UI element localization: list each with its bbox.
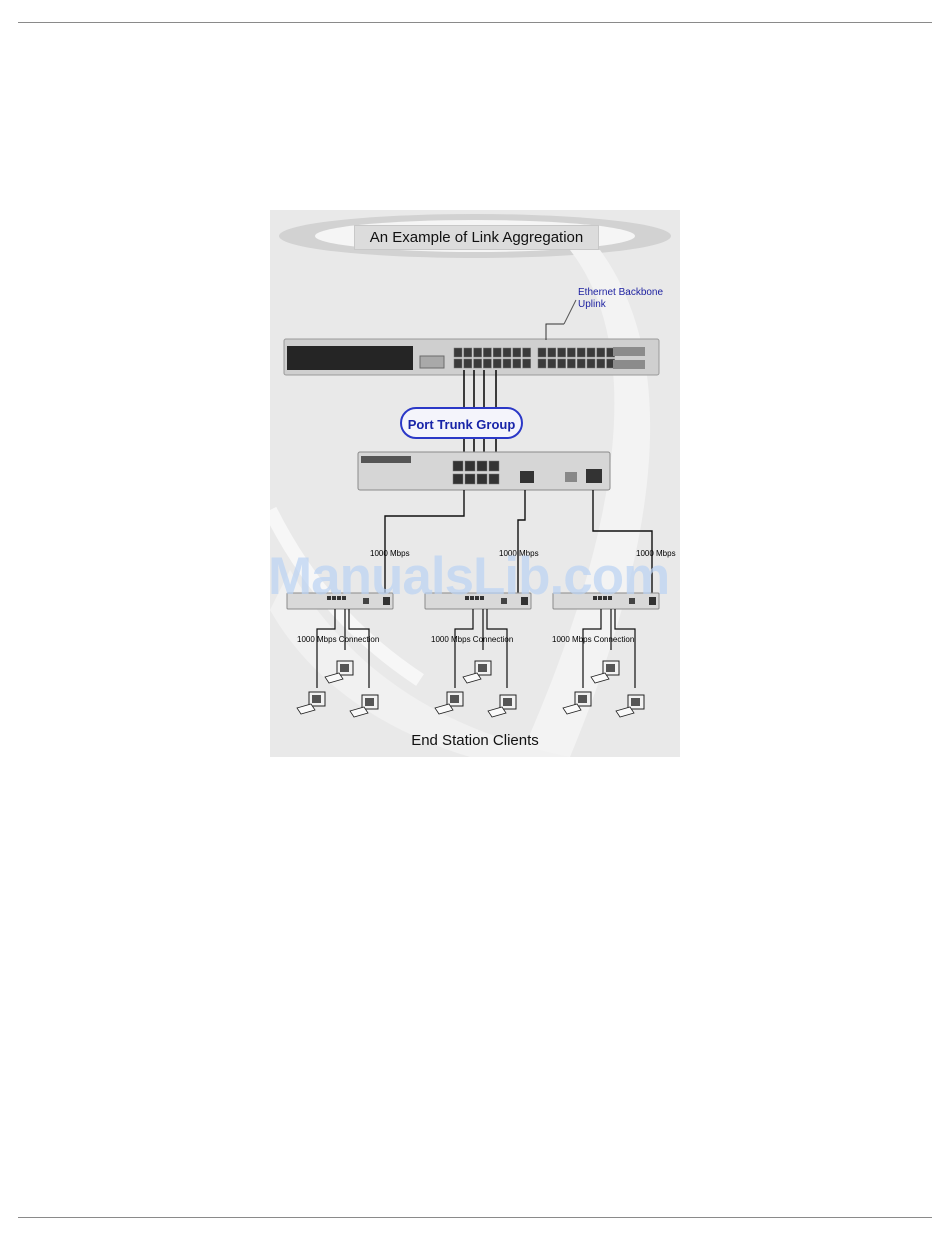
client-connection-label-2: 1000 Mbps Connection <box>431 635 513 644</box>
end-station-clients-label: End Station Clients <box>270 732 680 749</box>
client-connection-label-1: 1000 Mbps Connection <box>297 635 379 644</box>
header-rule <box>18 22 932 23</box>
port-trunk-group-label: Port Trunk Group <box>400 407 523 439</box>
link-aggregation-figure: An Example of Link Aggregation Ethernet … <box>270 210 680 757</box>
backbone-uplink-label: Ethernet Backbone Uplink <box>578 287 663 311</box>
uplink-pointer <box>564 300 576 324</box>
watermark: ManualsLib.com <box>268 546 669 607</box>
aggregation-switch <box>358 452 610 490</box>
diagram-title: An Example of Link Aggregation <box>354 225 599 250</box>
client-connection-label-3: 1000 Mbps Connection <box>552 635 634 644</box>
footer-rule <box>18 1217 932 1218</box>
core-switch <box>284 339 659 375</box>
backbone-label-line1: Ethernet Backbone <box>578 287 663 299</box>
backbone-label-line2: Uplink <box>578 299 663 311</box>
